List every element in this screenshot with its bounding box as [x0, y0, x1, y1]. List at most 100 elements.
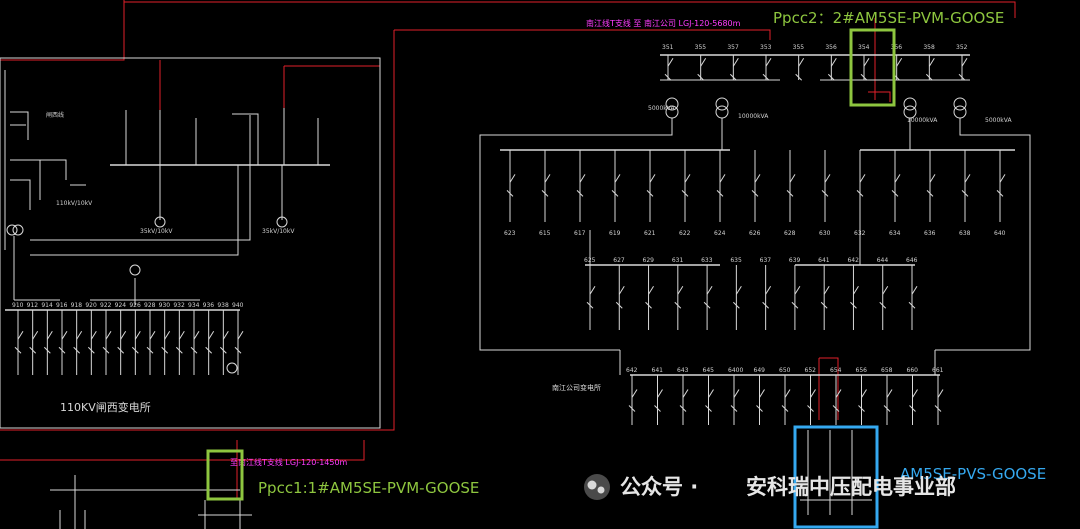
mid-feeder-switch	[894, 174, 901, 183]
bottom-feeder-label: 656	[856, 367, 868, 374]
mid-feeder-switch	[789, 174, 796, 183]
left-feeder-label: 924	[115, 302, 127, 309]
bottom-feeder-label: 645	[703, 367, 715, 374]
mid2-feeder-switch	[648, 285, 654, 295]
mid2-feeder-switch	[706, 285, 713, 295]
mid2-feeder-label: 641	[818, 257, 830, 264]
top-breaker-switch	[798, 57, 805, 67]
mid2-feeder-label: 625	[584, 257, 596, 264]
top-breaker-switch	[863, 57, 870, 67]
left-feeder-switch	[46, 330, 53, 340]
mid2-feeder-label: 627	[613, 257, 625, 264]
mid2-feeder-switch	[911, 285, 918, 295]
bottom-feeder-label: 654	[830, 367, 842, 374]
left-feeder-switch	[90, 330, 97, 340]
mid-feeder-label: 640	[994, 230, 1006, 237]
bottom-feeder-switch	[657, 389, 663, 398]
left-feeder-label: 936	[203, 302, 215, 309]
top-breaker-switch	[732, 57, 739, 67]
mid2-feeder-label: 642	[847, 257, 859, 264]
ppcc1-pink-label: 至南江线T支线 LGJ-120-1450m	[230, 457, 348, 467]
top-breaker-label: 351	[662, 44, 674, 51]
am5se-pvs-box	[793, 425, 879, 529]
top-breaker-switch	[765, 57, 772, 67]
left-feeder-label: 918	[71, 302, 83, 309]
mid2-feeder-label: 629	[643, 257, 655, 264]
mid-feeder-switch	[929, 174, 936, 183]
bottom-feeder-switch	[912, 389, 918, 398]
bottom-feeder-label: 660	[907, 367, 919, 374]
left-feeder-switch	[61, 330, 68, 340]
top-breaker-switch	[928, 57, 935, 67]
mid-feeder-switch	[509, 174, 516, 183]
mid-feeder-label: 615	[539, 230, 551, 237]
capacity-4: 5000kVA	[985, 117, 1012, 124]
mid-feeder-label: 624	[714, 230, 726, 237]
mid-feeder-switch	[719, 174, 726, 183]
bottom-feeder-label: 642	[626, 367, 638, 374]
left-feeder-label: 934	[188, 302, 200, 309]
mid-feeder-switch	[824, 174, 831, 183]
mid-feeder-label: 622	[679, 230, 691, 237]
top-breaker-label: 352	[956, 44, 968, 51]
mid2-feeder-switch	[677, 285, 684, 295]
top-breaker-label: 354	[858, 44, 870, 51]
bottom-feeder-label: 643	[677, 367, 689, 374]
left-feeder-label: 930	[159, 302, 171, 309]
left-feeder-switch	[178, 330, 185, 340]
mid2-feeder-label: 635	[730, 257, 742, 264]
left-tx35-label-1: 35kV/10kV	[140, 228, 173, 235]
left-feeder-label: 926	[129, 302, 141, 309]
mid-feeder-switch	[964, 174, 971, 183]
mid-feeder-switch	[859, 174, 866, 183]
left-feeder-label: 940	[232, 302, 244, 309]
mid-feeder-label: 621	[644, 230, 656, 237]
left-feeder-label: 922	[100, 302, 112, 309]
left-feeder-switch	[237, 330, 244, 340]
mid-feeder-switch	[614, 174, 621, 183]
top-breaker-switch	[700, 57, 707, 67]
mid-feeder-label: 636	[924, 230, 936, 237]
mid-feeder-label: 619	[609, 230, 621, 237]
mid2-feeder-switch	[589, 285, 596, 295]
top-breaker-switch	[961, 57, 968, 67]
mid2-feeder-switch	[882, 285, 889, 295]
ppcc1-box	[206, 449, 244, 501]
mid2-feeder-switch	[794, 285, 801, 295]
left-feeder-switch	[222, 330, 229, 340]
left-feeder-label: 916	[56, 302, 68, 309]
bottom-feeder-label: 661	[932, 367, 944, 374]
watermark-prefix: 公众号 ·	[620, 475, 698, 499]
bottom-feeder-switch	[631, 389, 638, 398]
bottom-feeder-label: 652	[805, 367, 817, 374]
bottom-feeder-label: 649	[754, 367, 766, 374]
bottom-feeder-label: 650	[779, 367, 791, 374]
bottom-feeder-switch	[835, 389, 842, 398]
capacity-1: 5000kVA	[648, 105, 675, 112]
left-feeder-label: 938	[217, 302, 229, 309]
bottom-feeder-switch	[861, 389, 867, 398]
top-breaker-label: 356	[825, 44, 837, 51]
mid2-feeder-label: 637	[760, 257, 772, 264]
mid2-feeder-label: 631	[672, 257, 684, 264]
left-feeder-switch	[149, 330, 156, 340]
ppcc2-callout: Ppcc2：2#AM5SE-PVM-GOOSE	[773, 9, 1004, 27]
bottom-feeder-switch	[708, 389, 714, 398]
ppcc2-box	[849, 28, 896, 107]
mid2-feeder-label: 633	[701, 257, 713, 264]
left-feeder-label: 932	[173, 302, 185, 309]
left-feeder-switch	[193, 330, 200, 340]
mid-feeder-label: 626	[749, 230, 761, 237]
mid2-feeder-switch	[618, 285, 625, 295]
mid2-feeder-switch	[853, 285, 859, 295]
mid-feeder-label: 628	[784, 230, 796, 237]
left-feeder-label: 928	[144, 302, 156, 309]
bottom-feeder-switch	[810, 389, 816, 398]
